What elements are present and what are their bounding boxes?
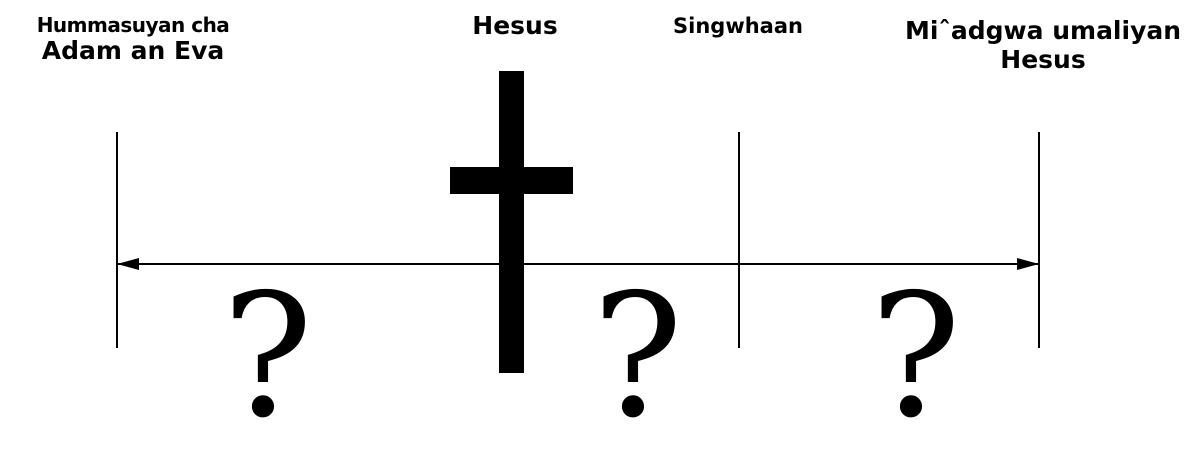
label-creation: Hummasuyan cha Adam an Eva [8, 14, 258, 66]
label-jesus: Hesus [472, 11, 558, 40]
label-creation-line1: Hummasuyan cha [36, 13, 230, 37]
label-return-line2: Hesus [1000, 44, 1086, 74]
cross-icon [450, 71, 573, 373]
label-now: Singwhaan [673, 14, 803, 38]
timeline-diagram: Hummasuyan cha Adam an Eva Hesus Singwha… [8, 11, 1188, 442]
label-creation-line2: Adam an Eva [41, 36, 225, 65]
timeline-graphic [116, 71, 1040, 373]
question-mark-first: ? [222, 258, 314, 456]
label-return-line1: Miˆadgwa umaliyan [904, 16, 1182, 45]
question-mark-second: ? [592, 258, 684, 456]
label-return: Miˆadgwa umaliyan Hesus [898, 16, 1188, 75]
question-mark-third: ? [870, 258, 962, 456]
